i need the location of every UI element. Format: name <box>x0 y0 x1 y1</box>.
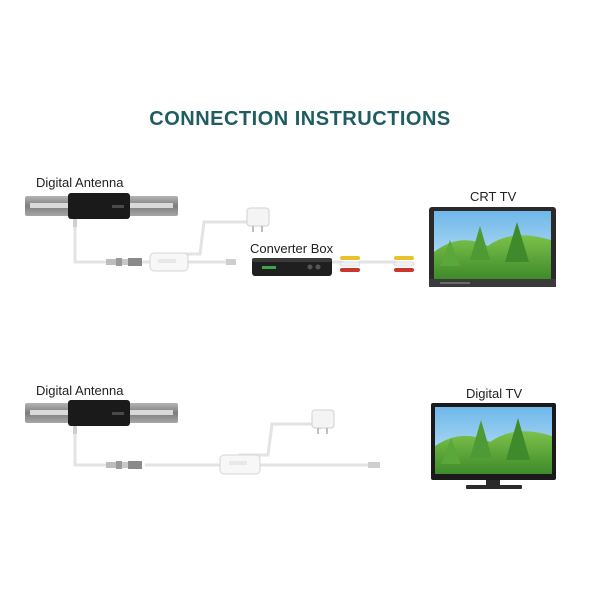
coax-connector-icon-bottom <box>106 461 142 469</box>
crt-tv-label: CRT TV <box>470 189 517 204</box>
converter-box-icon <box>252 258 332 276</box>
flat-tv-icon <box>431 403 556 489</box>
antenna-icon-bottom <box>25 400 178 434</box>
rca-connector-icon <box>339 256 361 272</box>
digital-tv-label: Digital TV <box>466 386 523 401</box>
tv-icon <box>429 207 556 287</box>
antenna-icon <box>25 193 178 227</box>
power-adapter-icon <box>246 207 270 232</box>
amplifier-icon <box>149 252 236 272</box>
converter-box-label: Converter Box <box>250 241 334 256</box>
coax-connector-icon <box>106 258 142 266</box>
page-title: CONNECTION INSTRUCTIONS <box>149 108 451 130</box>
power-adapter-icon-bottom <box>311 409 335 434</box>
cables-top <box>73 210 397 264</box>
antenna-label-bottom: Digital Antenna <box>36 383 124 398</box>
antenna-label-top: Digital Antenna <box>36 175 124 190</box>
rca-connector-icon-right <box>393 256 415 272</box>
amplifier-icon-bottom <box>219 454 380 475</box>
